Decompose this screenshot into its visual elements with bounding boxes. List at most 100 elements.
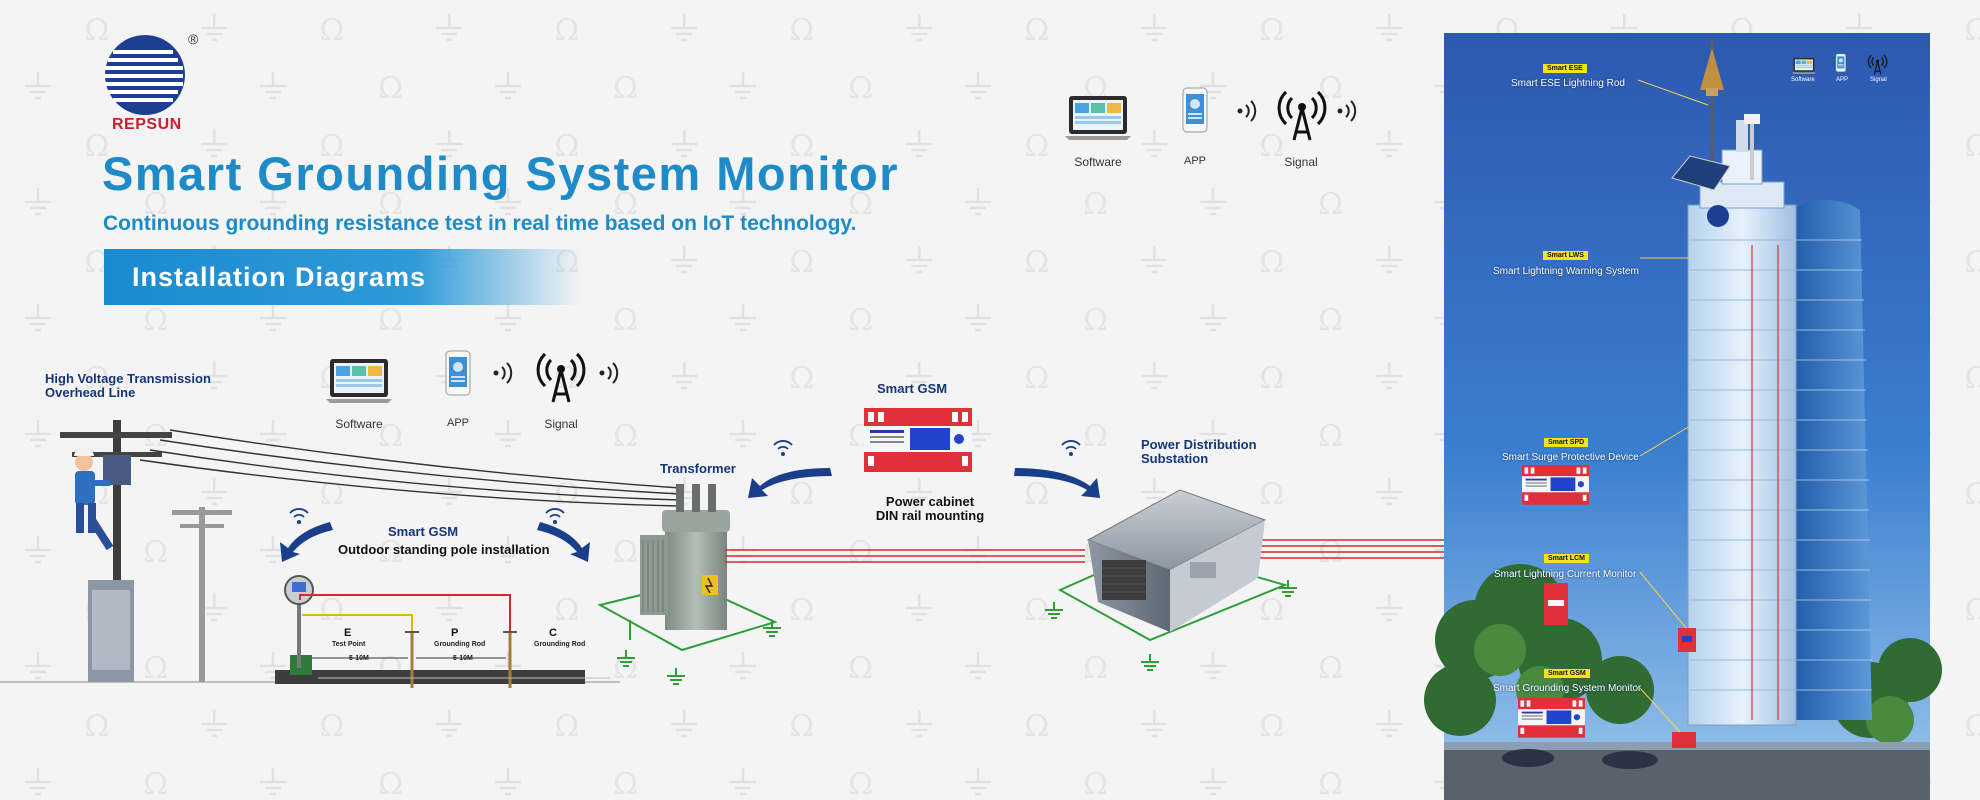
ground-symbol-icon: [436, 594, 463, 622]
omega-icon: Ω: [554, 593, 579, 628]
omega-icon: Ω: [1259, 361, 1284, 396]
omega-icon: Ω: [84, 129, 109, 164]
omega-icon: Ω: [84, 361, 109, 396]
omega-icon: Ω: [1964, 245, 1980, 280]
ground-symbol-icon: [671, 710, 698, 738]
software-label: Software: [1074, 155, 1122, 169]
omega-icon: Ω: [789, 593, 814, 628]
rod-e-letter: E: [344, 627, 352, 639]
omega-icon: Ω: [1083, 419, 1108, 454]
repsun-logo: [105, 35, 185, 115]
ground-symbol-icon: [1200, 420, 1226, 448]
omega-icon: Ω: [789, 361, 814, 396]
omega-icon: Ω: [143, 651, 168, 686]
ground-symbol-icon: [1376, 710, 1403, 738]
ground-symbol-icon: [25, 768, 51, 796]
omega-icon: Ω: [848, 767, 873, 800]
omega-icon: Ω: [1024, 245, 1049, 280]
omega-icon: Ω: [613, 767, 638, 800]
ground-symbol-icon: [965, 768, 991, 796]
omega-icon: Ω: [1024, 709, 1049, 744]
ground-symbol-icon: [201, 594, 228, 622]
omega-icon: Ω: [1964, 593, 1980, 628]
distance-label: 5-10M: [349, 655, 369, 662]
omega-icon: Ω: [848, 303, 873, 338]
ground-symbol-icon: [1200, 652, 1226, 680]
omega-icon: Ω: [378, 71, 403, 106]
ground-symbol-icon: [1141, 246, 1168, 274]
laptop-icon: [1065, 96, 1131, 140]
phone-icon: [445, 350, 471, 396]
ground-symbol-icon: [730, 768, 756, 796]
ground-symbol-icon: [436, 710, 463, 738]
ground-symbol-icon: [906, 594, 933, 622]
tower-signal-label: Signal: [1870, 77, 1887, 83]
omega-icon: Ω: [848, 71, 873, 106]
ground-symbol-icon: [1200, 72, 1226, 100]
omega-icon: Ω: [1024, 129, 1049, 164]
tower-tag-gsm: Smart GSM: [1544, 669, 1590, 678]
ground-symbol-icon: [495, 768, 521, 796]
phone-icon: [1182, 87, 1208, 133]
omega-icon: Ω: [378, 303, 403, 338]
omega-icon: Ω: [789, 709, 814, 744]
omega-icon: Ω: [1318, 419, 1343, 454]
omega-icon: Ω: [613, 187, 638, 222]
omega-icon: Ω: [84, 709, 109, 744]
omega-icon: Ω: [613, 71, 638, 106]
omega-icon: Ω: [1024, 361, 1049, 396]
rod-p-caption: Grounding Rod: [434, 641, 486, 648]
signal-label: Signal: [544, 417, 578, 431]
ground-symbol-icon: [906, 362, 933, 390]
ground-symbol-icon: [671, 246, 698, 274]
omega-icon: Ω: [378, 187, 403, 222]
omega-icon: Ω: [84, 13, 109, 48]
ground-symbol-icon: [260, 72, 286, 100]
ground-test-setup: [275, 575, 610, 688]
ground-symbol-icon: [965, 420, 991, 448]
ground-symbol-icon: [1141, 710, 1168, 738]
ground-symbol-icon: [495, 304, 521, 332]
omega-icon: Ω: [1318, 187, 1343, 222]
ground-symbol-icon: [25, 304, 51, 332]
ground-symbol-icon: [1376, 362, 1403, 390]
substation-label-line1: Power Distribution: [1141, 437, 1257, 452]
ground-symbol-icon: [730, 304, 756, 332]
tower-tag-spd: Smart SPD: [1544, 438, 1589, 447]
omega-icon: Ω: [789, 13, 814, 48]
omega-icon: Ω: [1318, 651, 1343, 686]
omega-icon: Ω: [143, 535, 168, 570]
ground-symbol-icon: [495, 188, 521, 216]
ground-symbol-icon: [1200, 304, 1226, 332]
high-voltage-label-line1: High Voltage Transmission: [45, 371, 211, 386]
substation-label-line2: Substation: [1141, 451, 1209, 466]
ground-symbol-icon: [25, 652, 51, 680]
wifi-icon: [1236, 100, 1357, 122]
omega-icon: Ω: [1259, 477, 1284, 512]
rod-c-letter: C: [549, 627, 557, 639]
omega-icon: Ω: [1083, 767, 1108, 800]
gsm-device-cabinet: [864, 408, 972, 472]
registered-mark: ®: [188, 31, 199, 47]
ground-symbol-icon: [1376, 130, 1403, 158]
omega-icon: Ω: [1024, 477, 1049, 512]
omega-icon: Ω: [319, 593, 344, 628]
signal-label: Signal: [1284, 155, 1318, 169]
omega-icon: Ω: [319, 13, 344, 48]
app-label: APP: [1183, 155, 1206, 167]
ground-symbol-icon: [1376, 478, 1403, 506]
ground-symbol-icon: [1376, 246, 1403, 274]
omega-icon: Ω: [1964, 709, 1980, 744]
omega-icon: Ω: [1024, 13, 1049, 48]
ground-symbol-icon: [1141, 14, 1168, 42]
transformer: [597, 484, 778, 652]
omega-icon: Ω: [554, 709, 579, 744]
omega-icon: Ω: [1259, 593, 1284, 628]
ground-symbol-icon: [201, 130, 228, 158]
omega-icon: Ω: [1259, 709, 1284, 744]
ground-symbol-icon: [671, 130, 698, 158]
ground-symbol-icon: [201, 362, 228, 390]
omega-icon: Ω: [848, 651, 873, 686]
ground-symbol-icon: [495, 536, 521, 564]
